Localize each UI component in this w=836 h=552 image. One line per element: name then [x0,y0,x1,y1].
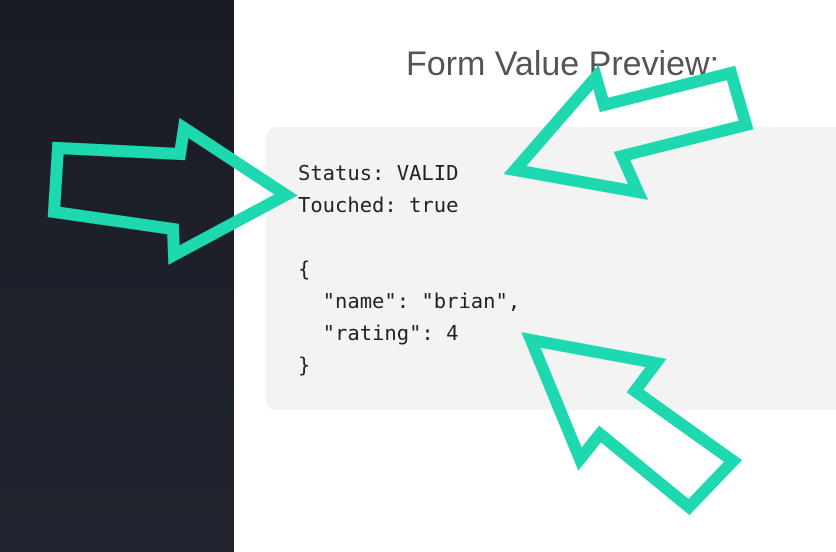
blank-line [298,221,520,253]
form-value-preview-code: Status: VALID Touched: true { "name": "br… [298,157,520,381]
dark-sidebar [0,0,234,552]
form-value-preview-box: Status: VALID Touched: true { "name": "br… [266,127,836,410]
status-line: Status: VALID [298,161,459,185]
touched-line: Touched: true [298,193,459,217]
json-line-close-brace: } [298,353,311,377]
json-line-name: "name": "brian", [298,289,521,313]
json-line-rating: "rating": 4 [298,321,459,345]
json-line-open-brace: { [298,257,311,281]
page-title: Form Value Preview: [406,45,720,83]
